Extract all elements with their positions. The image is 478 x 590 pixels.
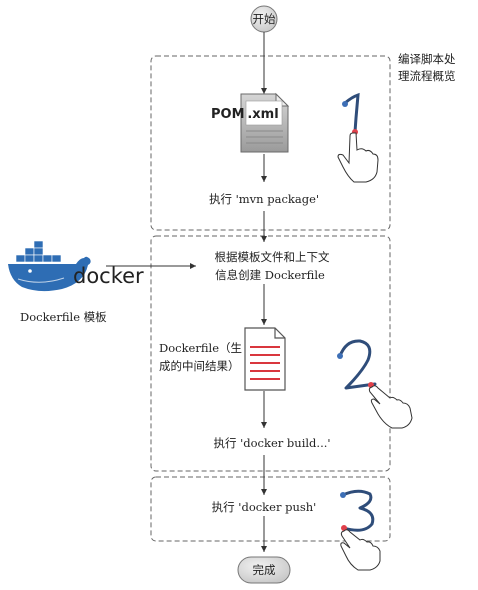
step-number-2 [337,339,377,390]
end-node[interactable] [237,556,291,584]
docker-logo-text: docker [73,264,144,288]
section-title-line1: 编译脚本处 [398,52,456,66]
dockerfile-template-label: Dockerfile 模板 [20,310,107,324]
pom-xml-file-icon [240,92,290,153]
group-build-box [150,235,391,472]
step-create-dockerfile-line1: 根据模板文件和上下文 [215,250,330,264]
step-docker-build: 执行 'docker build...' [213,436,330,450]
pom-label: POM [211,107,245,122]
xml-label: .xml [247,107,278,122]
step-number-1 [342,92,360,135]
pointing-hand-icon-3 [340,529,381,571]
step-mvn-package: 执行 'mvn package' [209,192,319,206]
dockerfile-document-icon [244,327,286,391]
step-docker-push: 执行 'docker push' [212,500,317,514]
section-title-line2: 理流程概览 [398,69,456,83]
start-label: 开始 [253,12,276,26]
pointing-hand-icon [337,132,379,183]
dockerfile-result-line2: 成的中间结果） [159,359,240,373]
group-push-box [150,476,391,542]
step-number-3 [340,489,375,532]
end-label: 完成 [253,563,276,577]
group-compile-box [150,55,391,231]
dockerfile-result-line1: Dockerfile（生 [159,341,242,355]
docker-logo [8,240,91,292]
pointing-hand-icon-2 [368,385,413,429]
step-create-dockerfile-line2: 信息创建 Dockerfile [215,268,325,282]
